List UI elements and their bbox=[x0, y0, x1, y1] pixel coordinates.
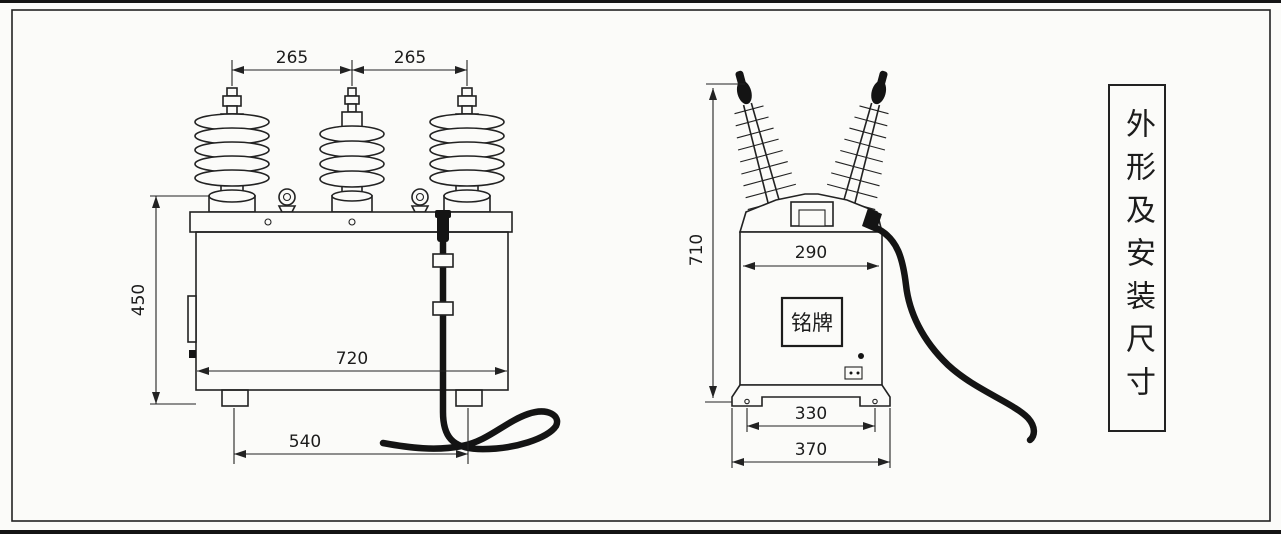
cable-clamp-lower bbox=[432, 301, 454, 316]
dim-footspan-540: 540 bbox=[233, 408, 469, 464]
cable-gland-front bbox=[437, 214, 449, 242]
dim-basewidth-370: 370 bbox=[731, 408, 891, 468]
side-view: 290 铭牌 710 bbox=[687, 70, 1038, 468]
foot-right bbox=[455, 389, 483, 407]
scan-edge-bottom bbox=[0, 530, 1281, 534]
dim-label-265-left: 265 bbox=[276, 48, 308, 68]
cover-handle-inner bbox=[798, 209, 826, 227]
cable-clamp-upper bbox=[432, 253, 454, 268]
scan-edge-top bbox=[0, 0, 1281, 3]
dim-height-450: 450 bbox=[129, 195, 210, 405]
dim-width-720: 720 bbox=[197, 349, 507, 375]
cable-front bbox=[379, 236, 561, 453]
terminal-dot-2 bbox=[856, 371, 860, 375]
dim-label-450: 450 bbox=[129, 284, 149, 316]
drawing-border bbox=[11, 9, 1271, 522]
dim-label-265-right: 265 bbox=[394, 48, 426, 68]
nameplate: 铭牌 bbox=[780, 296, 844, 348]
title-text: 外形及安装尺寸 bbox=[1120, 107, 1155, 409]
bolt-hole-left bbox=[744, 398, 750, 405]
tank-lid bbox=[189, 211, 513, 233]
dim-label-330: 330 bbox=[795, 404, 827, 424]
bushing-middle bbox=[319, 87, 385, 213]
title-box: 外形及安装尺寸 bbox=[1108, 84, 1166, 432]
terminal-block bbox=[844, 366, 863, 380]
lid-bolt-right bbox=[348, 218, 356, 226]
dim-label-710: 710 bbox=[687, 234, 707, 266]
front-view: 265 265 bbox=[129, 48, 561, 464]
dim-label-370: 370 bbox=[795, 440, 827, 460]
drain-valve bbox=[189, 350, 196, 358]
side-bracket bbox=[187, 295, 197, 343]
lifting-lug-left bbox=[277, 188, 297, 213]
dim-label-720: 720 bbox=[336, 349, 368, 369]
dim-boltspan-330: 330 bbox=[746, 404, 876, 432]
base-side bbox=[731, 384, 891, 407]
dim-topwidth-290: 290 bbox=[743, 243, 879, 270]
bushing-left bbox=[194, 87, 270, 213]
foot-left bbox=[221, 389, 249, 407]
side-bushing-right bbox=[822, 70, 889, 220]
dim-label-540: 540 bbox=[289, 432, 321, 452]
dim-bushing-spacing: 265 265 bbox=[231, 48, 468, 86]
dim-label-290: 290 bbox=[795, 243, 827, 263]
dim-height-710: 710 bbox=[687, 83, 745, 403]
nameplate-label: 铭牌 bbox=[791, 311, 833, 335]
bushing-right bbox=[429, 87, 505, 213]
terminal-dot-1 bbox=[849, 371, 853, 375]
lifting-lug-right bbox=[410, 188, 430, 213]
lid-bolt-left bbox=[264, 218, 272, 226]
indicator-dot bbox=[858, 353, 864, 359]
cable-side bbox=[872, 224, 1038, 444]
bolt-hole-right bbox=[872, 398, 878, 405]
